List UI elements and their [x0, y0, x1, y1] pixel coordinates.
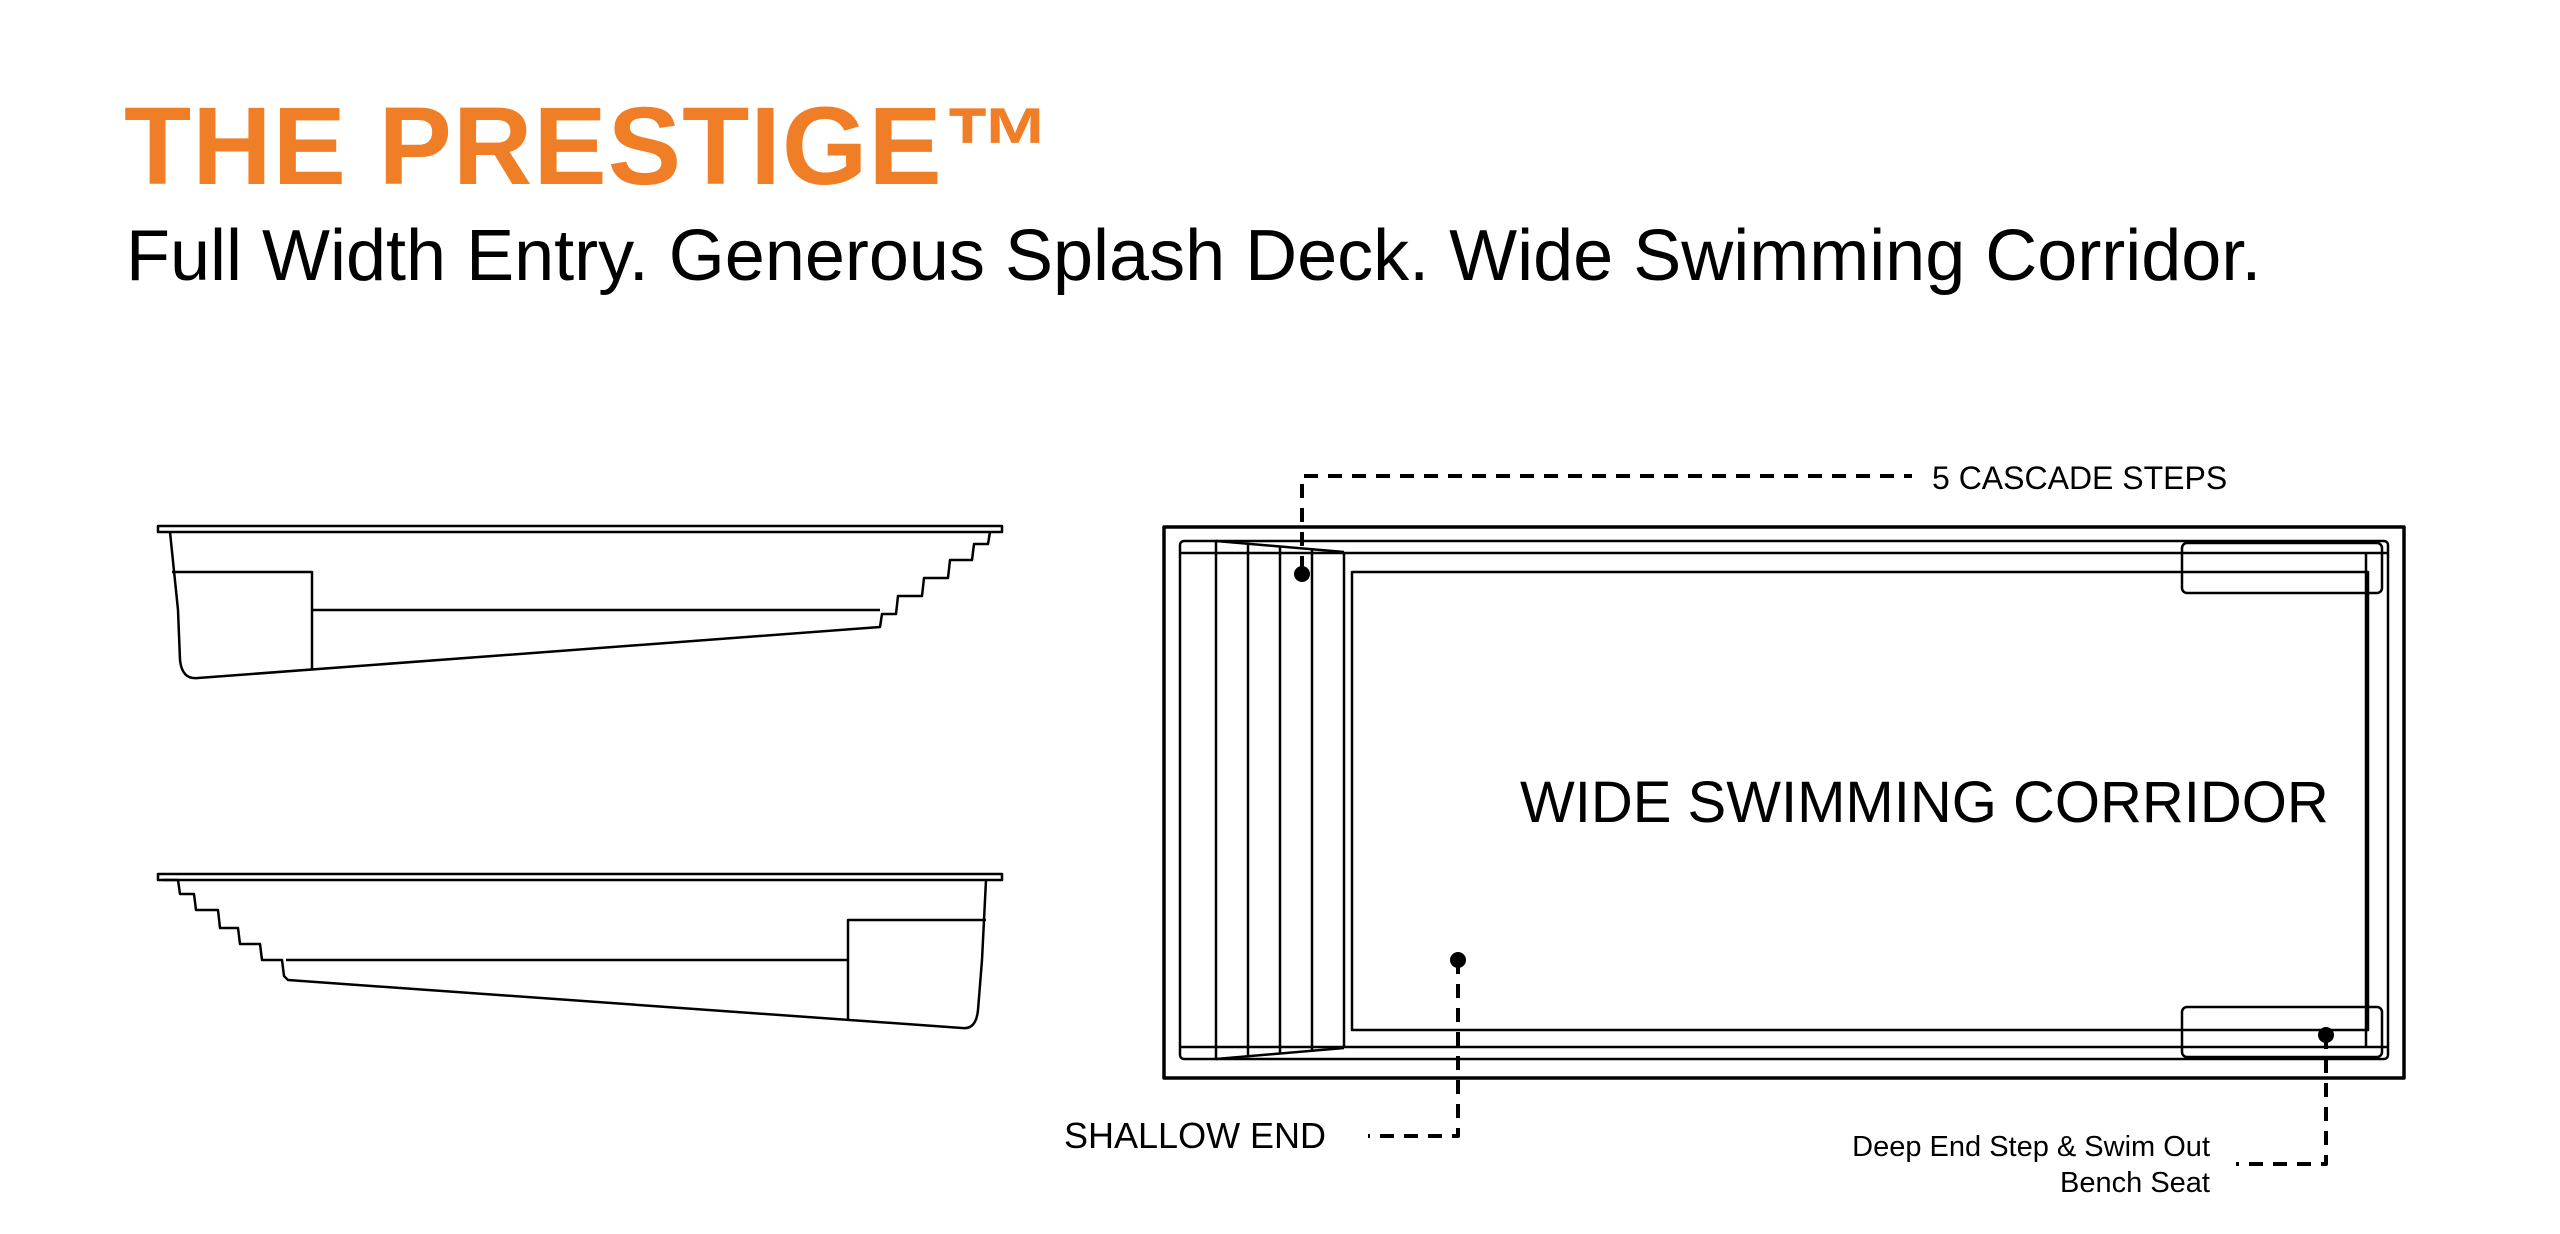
leader-shallow — [1368, 960, 1460, 1138]
leader-deep — [2236, 1035, 2328, 1166]
side-profile-top — [156, 524, 1004, 680]
step-line — [1215, 1046, 1345, 1061]
pool-outline — [1162, 525, 2406, 1080]
pool-inner-shell — [1178, 539, 2390, 1061]
label-deep-end-line1: Deep End Step & Swim Out — [1852, 1131, 2210, 1163]
bench-top — [2180, 541, 2384, 595]
label-cascade-steps: 5 CASCADE STEPS — [1932, 460, 2227, 496]
marker-deep — [2318, 1027, 2334, 1043]
profile-bench — [172, 570, 314, 670]
profile-deep-bench — [846, 918, 986, 1020]
pool-floor — [1350, 570, 2370, 1032]
profile-shell — [168, 531, 992, 680]
label-shallow-end: SHALLOW END — [1064, 1115, 1326, 1156]
bench-bottom — [2180, 1005, 2384, 1059]
label-deep-end-line2: Bench Seat — [2060, 1167, 2210, 1199]
side-profile-bottom — [156, 872, 1004, 1030]
profile-shell — [162, 878, 988, 1030]
plan-view — [1162, 525, 2406, 1080]
profile-coping — [156, 872, 1004, 882]
page-title: THE PRESTIGE™ — [124, 85, 1054, 208]
step-line — [1215, 539, 1345, 554]
label-wide-corridor: WIDE SWIMMING CORRIDOR — [1520, 770, 2329, 835]
leader-cascade — [1300, 474, 1912, 570]
page-subtitle: Full Width Entry. Generous Splash Deck. … — [126, 216, 2262, 296]
marker-shallow — [1450, 952, 1466, 968]
profile-coping — [156, 524, 1004, 534]
marker-cascade — [1294, 566, 1310, 582]
